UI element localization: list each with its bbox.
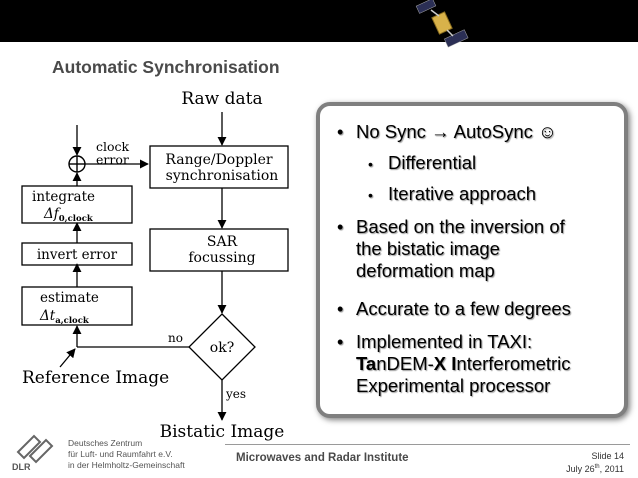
bullet-text: Accurate to a few degrees — [356, 298, 571, 319]
bullet-text: No Sync → AutoSync ☺ — [356, 121, 557, 142]
sar-label-1: SAR — [207, 234, 238, 250]
bullet-no-sync: • No Sync → AutoSync ☺ — [337, 121, 557, 143]
bullet-icon: • — [368, 156, 373, 172]
bullet-text-line2: the bistatic image — [356, 238, 500, 259]
clock-error-label-1: clock — [96, 139, 130, 154]
bullet-icon: • — [337, 332, 344, 352]
estimate-label-1: estimate — [40, 290, 99, 306]
sar-label-2: focussing — [188, 250, 255, 266]
bullet-based-on-inversion: • Based on the inversion of the bistatic … — [337, 216, 565, 282]
slide-title: Automatic Synchronisation — [52, 57, 280, 77]
bullet-implemented-taxi: • Implemented in TAXI: TanDEM-X Interfero… — [337, 331, 571, 397]
dlr-logo: DLR Deutsches Zentrum für Luft- und Raum… — [10, 432, 220, 476]
clock-error-label-2: error — [96, 152, 129, 167]
presentation-date: July 26th, 2011 — [566, 464, 624, 474]
bullet-panel — [316, 102, 628, 418]
top-banner — [0, 0, 638, 42]
taxi-expansion: TanDEM-X Interferometric — [356, 353, 571, 374]
bullet-text-line3: deformation map — [356, 260, 495, 281]
bullet-iterative: • Iterative approach — [368, 183, 537, 205]
no-label: no — [168, 331, 183, 345]
sar-focussing-box — [149, 228, 289, 272]
range-doppler-label-1: Range/Doppler — [165, 152, 273, 168]
range-doppler-label-2: synchronisation — [166, 168, 279, 184]
institute-name: Microwaves and Radar Institute — [236, 452, 409, 464]
raw-data-label: Raw data — [181, 89, 262, 109]
bullet-icon: • — [337, 122, 344, 142]
bullet-icon: • — [368, 187, 373, 203]
synchronisation-flowchart: Raw data Range/Doppler synchronisation S… — [21, 89, 289, 442]
integrate-label-2: Δf0,clock — [43, 206, 94, 224]
bullet-accurate: • Accurate to a few degrees — [337, 298, 571, 320]
bullet-text: Differential — [388, 152, 477, 173]
range-doppler-box — [149, 145, 289, 189]
bullet-icon: • — [337, 217, 344, 237]
bullet-text: Based on the inversion of — [356, 216, 565, 237]
integrate-label-1: integrate — [32, 189, 95, 205]
svg-text:DLR: DLR — [12, 462, 31, 472]
bullet-text: Implemented in TAXI: — [356, 331, 533, 352]
logo-line1: Deutsches Zentrum — [68, 438, 143, 448]
estimate-label-2: Δta,clock — [39, 308, 90, 326]
invert-error-label: invert error — [37, 247, 118, 263]
satellite-icon — [415, 0, 469, 48]
bullet-icon: • — [337, 299, 344, 319]
bistatic-image-label: Bistatic Image — [160, 422, 285, 442]
dlr-emblem-icon: DLR — [12, 434, 54, 472]
yes-label: yes — [225, 387, 246, 401]
bullet-text-line3: Experimental processor — [356, 375, 551, 396]
logo-line2: für Luft- und Raumfahrt e.V. — [68, 449, 173, 459]
bullet-text: Iterative approach — [388, 183, 537, 204]
reference-image-label: Reference Image — [22, 368, 169, 388]
ok-label: ok? — [210, 340, 234, 356]
bullet-differential: • Differential — [368, 152, 477, 174]
footer-divider — [225, 444, 630, 445]
logo-line3: in der Helmholtz-Gemeinschaft — [68, 460, 185, 470]
slide-number: Slide 14 — [591, 451, 624, 461]
